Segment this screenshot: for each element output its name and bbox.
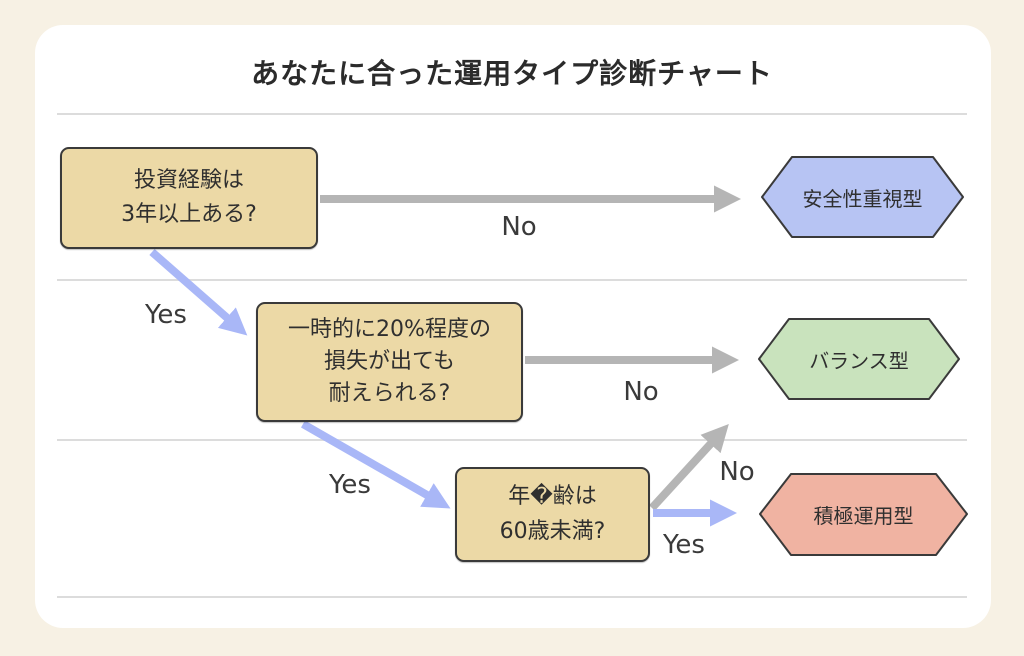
result-label: バランス型 (809, 348, 909, 373)
hexagon-shape (759, 473, 968, 556)
edge-label-q2-yes: Yes (329, 470, 371, 500)
divider (57, 596, 967, 598)
result-label: 積極運用型 (813, 504, 914, 528)
question-line: 年�齢は (508, 484, 597, 510)
question-line: 3年以上ある? (121, 202, 257, 227)
question-line: 60歳未満? (499, 518, 606, 544)
hexagon-shape (761, 156, 964, 238)
question-box-experience: 投資経験は 3年以上ある? (60, 147, 318, 249)
edge-label-q3-yes: Yes (663, 530, 705, 560)
result-hexagon-balance: バランス型 (758, 317, 960, 401)
question-box-age: 年�齢は 60歳未満? (455, 467, 650, 562)
result-hexagon-aggressive: 積極運用型 (759, 472, 968, 557)
hexagon-shape (758, 318, 960, 400)
result-hexagon-safety: 安全性重視型 (761, 155, 964, 239)
divider (57, 113, 967, 115)
question-box-loss-tolerance: 一時的に20%程度の 損失が出ても 耐えられる? (256, 302, 523, 422)
page-title: あなたに合った運用タイプ診断チャート (251, 57, 773, 90)
edge-label-q1-no: No (501, 212, 537, 242)
question-line: 耐えられる? (328, 380, 451, 406)
question-line: 一時的に20%程度の (288, 317, 491, 343)
edge-label-q2-no: No (623, 377, 659, 407)
question-line: 損失が出ても (324, 349, 455, 375)
result-label: 安全性重視型 (802, 186, 923, 211)
divider (57, 279, 967, 281)
edge-label-q3-no: No (719, 457, 755, 487)
divider (57, 439, 967, 441)
edge-label-q1-yes: Yes (145, 300, 187, 330)
question-line: 投資経験は (133, 167, 244, 193)
